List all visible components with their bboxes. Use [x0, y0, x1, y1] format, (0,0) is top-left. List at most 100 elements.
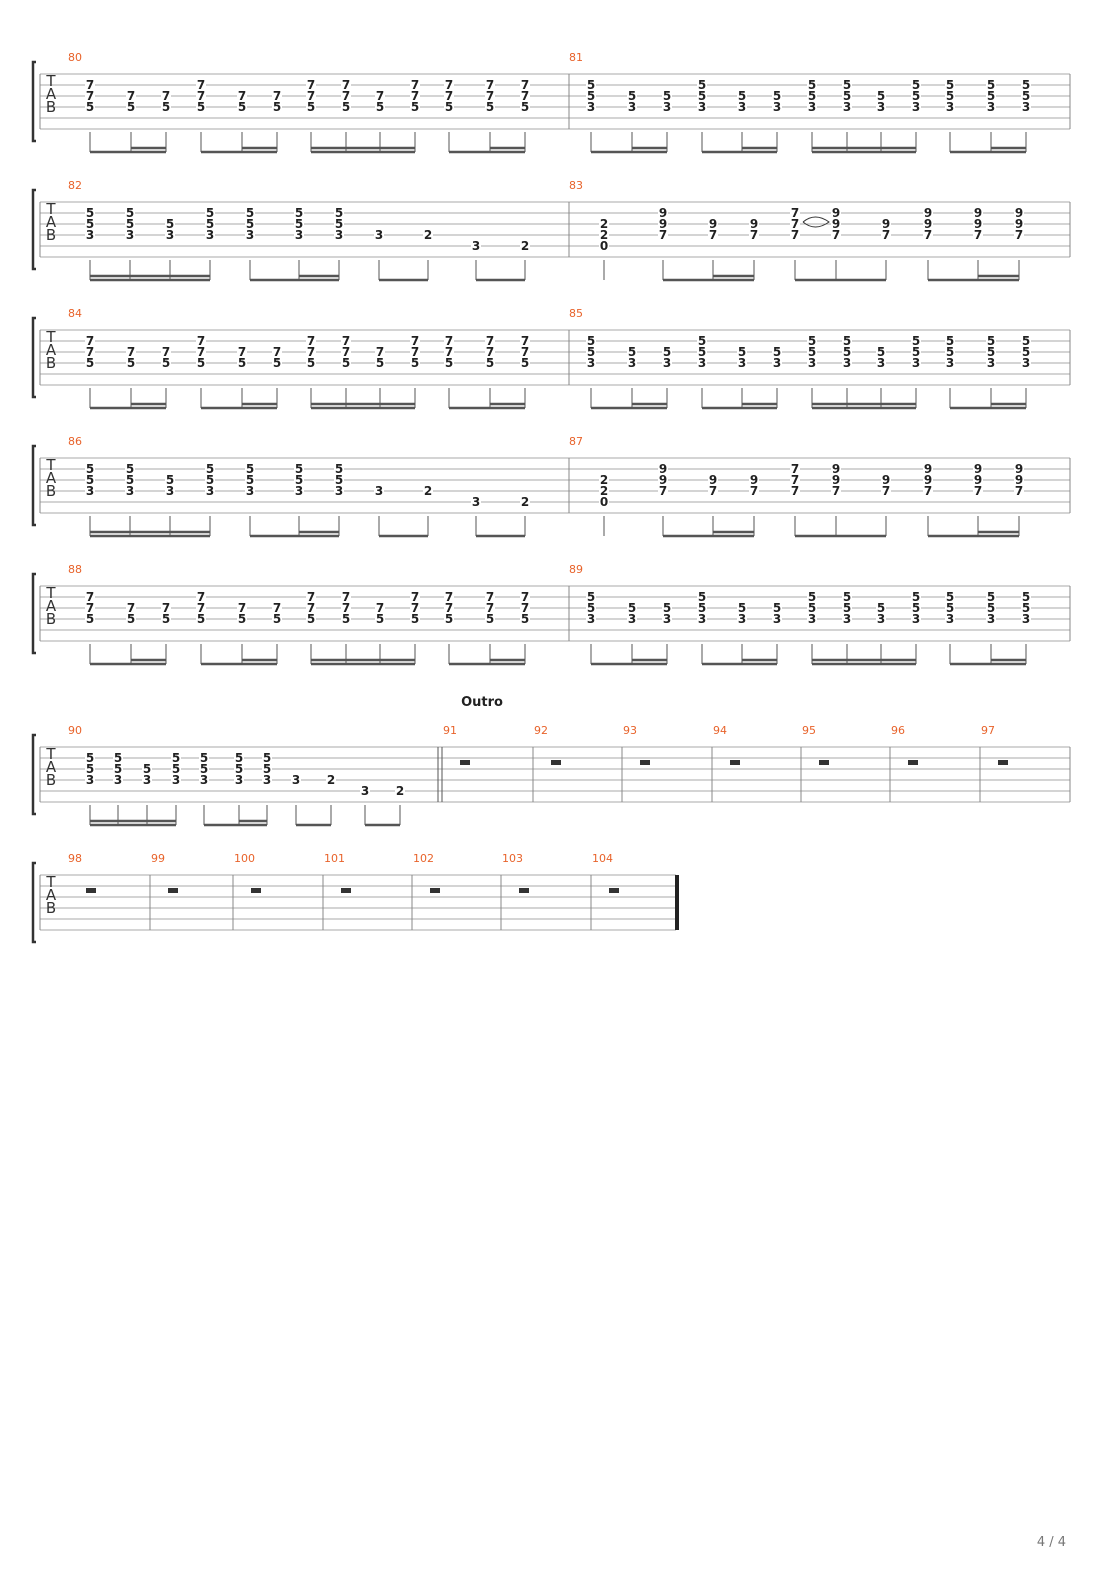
- fret-bg: [945, 101, 955, 112]
- fret-number: 5: [808, 601, 816, 615]
- fret-bg: [245, 485, 255, 496]
- fret-number: 2: [424, 228, 432, 242]
- fret-number: 5: [628, 601, 636, 615]
- fret-number: 5: [587, 601, 595, 615]
- fret-bg: [334, 207, 344, 218]
- fret-bg: [520, 335, 530, 346]
- fret-number: 9: [1015, 206, 1023, 220]
- fret-number: 5: [235, 762, 243, 776]
- fret-number: 5: [773, 601, 781, 615]
- fret-number: 5: [273, 100, 281, 114]
- fret-bg: [126, 101, 136, 112]
- fret-number: 5: [521, 356, 529, 370]
- fret-bg: [662, 602, 672, 613]
- fret-number: 5: [521, 612, 529, 626]
- fret-bg: [599, 218, 609, 229]
- fret-bg: [662, 357, 672, 368]
- fret-number: 5: [1022, 345, 1030, 359]
- fret-number: 3: [628, 100, 636, 114]
- fret-bg: [294, 485, 304, 496]
- fret-number: 5: [521, 100, 529, 114]
- fret-bg: [142, 763, 152, 774]
- fret-number: 5: [738, 601, 746, 615]
- fret-number: 5: [1022, 590, 1030, 604]
- fret-number: 5: [86, 356, 94, 370]
- fret-bg: [986, 79, 996, 90]
- fret-bg: [126, 602, 136, 613]
- fret-number: 7: [162, 601, 170, 615]
- fret-bg: [876, 101, 886, 112]
- fret-bg: [444, 79, 454, 90]
- fret-bg: [876, 90, 886, 101]
- fret-bg: [471, 496, 481, 507]
- fret-number: 5: [126, 217, 134, 231]
- fret-bg: [245, 463, 255, 474]
- fret-bg: [986, 335, 996, 346]
- fret-bg: [737, 613, 747, 624]
- fret-number: 9: [924, 217, 932, 231]
- fret-number: 5: [843, 89, 851, 103]
- fret-number: 5: [86, 206, 94, 220]
- fret-bg: [196, 335, 206, 346]
- fret-bg: [586, 335, 596, 346]
- fret-number: 5: [143, 762, 151, 776]
- fret-bg: [627, 613, 637, 624]
- fret-bg: [876, 346, 886, 357]
- fret-bg: [1021, 79, 1031, 90]
- fret-bg: [520, 613, 530, 624]
- fret-number: 7: [197, 601, 205, 615]
- fret-number: 5: [206, 206, 214, 220]
- fret-number: 5: [587, 345, 595, 359]
- fret-bg: [627, 101, 637, 112]
- fret-bg: [831, 485, 841, 496]
- fret-bg: [1014, 218, 1024, 229]
- fret-bg: [911, 613, 921, 624]
- fret-number: 3: [698, 612, 706, 626]
- fret-bg: [375, 90, 385, 101]
- fret-bg: [85, 774, 95, 785]
- fret-number: 5: [166, 217, 174, 231]
- fret-number: 3: [1022, 612, 1030, 626]
- fret-bg: [911, 357, 921, 368]
- tab-clef-letter: A: [46, 758, 57, 776]
- tab-clef-letter: T: [45, 873, 56, 891]
- fret-number: 5: [843, 345, 851, 359]
- fret-bg: [923, 207, 933, 218]
- fret-number: 5: [912, 78, 920, 92]
- fret-number: 5: [273, 356, 281, 370]
- fret-bg: [125, 474, 135, 485]
- fret-bg: [627, 346, 637, 357]
- whole-rest: [519, 888, 529, 893]
- fret-bg: [737, 357, 747, 368]
- fret-number: 5: [86, 100, 94, 114]
- tab-clef-letter: T: [45, 456, 56, 474]
- fret-bg: [113, 774, 123, 785]
- fret-number: 5: [342, 356, 350, 370]
- tab-clef-letter: T: [45, 745, 56, 763]
- fret-number: 5: [411, 356, 419, 370]
- fret-bg: [171, 752, 181, 763]
- fret-number: 3: [773, 612, 781, 626]
- fret-bg: [842, 357, 852, 368]
- fret-bg: [85, 752, 95, 763]
- fret-bg: [471, 240, 481, 251]
- fret-bg: [986, 613, 996, 624]
- fret-number: 9: [882, 473, 890, 487]
- fret-number: 7: [411, 78, 419, 92]
- fret-number: 5: [197, 100, 205, 114]
- fret-number: 7: [1015, 484, 1023, 498]
- fret-number: 7: [162, 89, 170, 103]
- fret-bg: [341, 346, 351, 357]
- fret-bg: [911, 335, 921, 346]
- fret-bg: [911, 591, 921, 602]
- fret-number: 3: [663, 100, 671, 114]
- fret-number: 3: [206, 228, 214, 242]
- fret-bg: [986, 346, 996, 357]
- tab-clef-letter: A: [46, 341, 57, 359]
- fret-number: 7: [924, 484, 932, 498]
- fret-bg: [737, 101, 747, 112]
- fret-number: 7: [1015, 228, 1023, 242]
- fret-number: 3: [843, 100, 851, 114]
- fret-bg: [245, 229, 255, 240]
- fret-bg: [658, 218, 668, 229]
